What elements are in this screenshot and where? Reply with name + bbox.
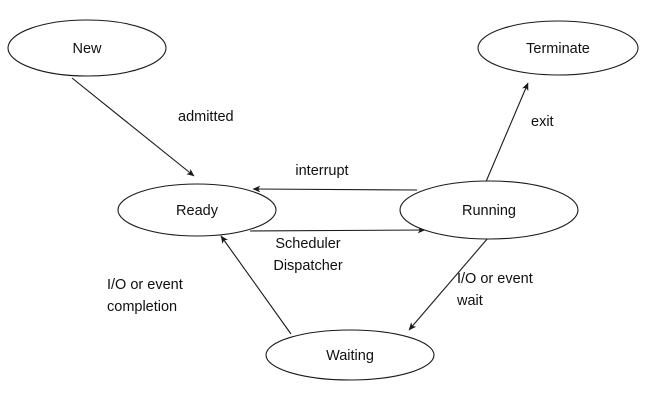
transition-running-to-waiting [408, 237, 489, 331]
state-ellipse-ready [117, 183, 277, 237]
transition-label-running-to-waiting: I/O or event wait [456, 271, 533, 309]
state-node-new[interactable]: New [7, 19, 167, 77]
state-label-waiting: Waiting [326, 348, 374, 364]
transition-label-new-to-ready: admitted [178, 109, 234, 125]
transition-ready-to-running [249, 226, 426, 234]
transition-new-to-ready [71, 77, 195, 177]
transition-label-running-to-terminate: exit [531, 114, 554, 130]
state-ellipse-waiting [265, 329, 435, 381]
transition-label-line: admitted [178, 109, 234, 125]
transition-label-line: I/O or event [107, 277, 183, 293]
transitions-layer [71, 77, 529, 335]
transition-label-line: Dispatcher [273, 258, 342, 274]
state-node-running[interactable]: Running [399, 180, 579, 240]
transition-label-line: Scheduler [275, 236, 340, 252]
transition-label-line: wait [456, 293, 483, 309]
transition-label-line: exit [531, 114, 554, 130]
state-label-running: Running [462, 203, 516, 219]
state-ellipse-running [399, 180, 579, 240]
transition-label-waiting-to-ready: I/O or event completion [107, 277, 183, 315]
transition-running-to-terminate [484, 82, 529, 185]
state-label-ready: Ready [176, 203, 219, 219]
state-label-terminate: Terminate [526, 41, 590, 57]
state-node-waiting[interactable]: Waiting [265, 329, 435, 381]
transition-running-to-ready [252, 185, 418, 193]
transition-label-running-to-ready: interrupt [295, 163, 348, 179]
transition-label-line: interrupt [295, 163, 348, 179]
state-node-ready[interactable]: Ready [117, 183, 277, 237]
state-node-terminate[interactable]: Terminate [477, 20, 639, 76]
transition-waiting-to-ready [220, 235, 292, 335]
transition-label-line: completion [107, 299, 177, 315]
transition-label-line: I/O or event [457, 271, 533, 287]
state-ellipse-terminate [477, 20, 639, 76]
state-label-new: New [72, 41, 102, 57]
state-ellipse-new [7, 19, 167, 77]
